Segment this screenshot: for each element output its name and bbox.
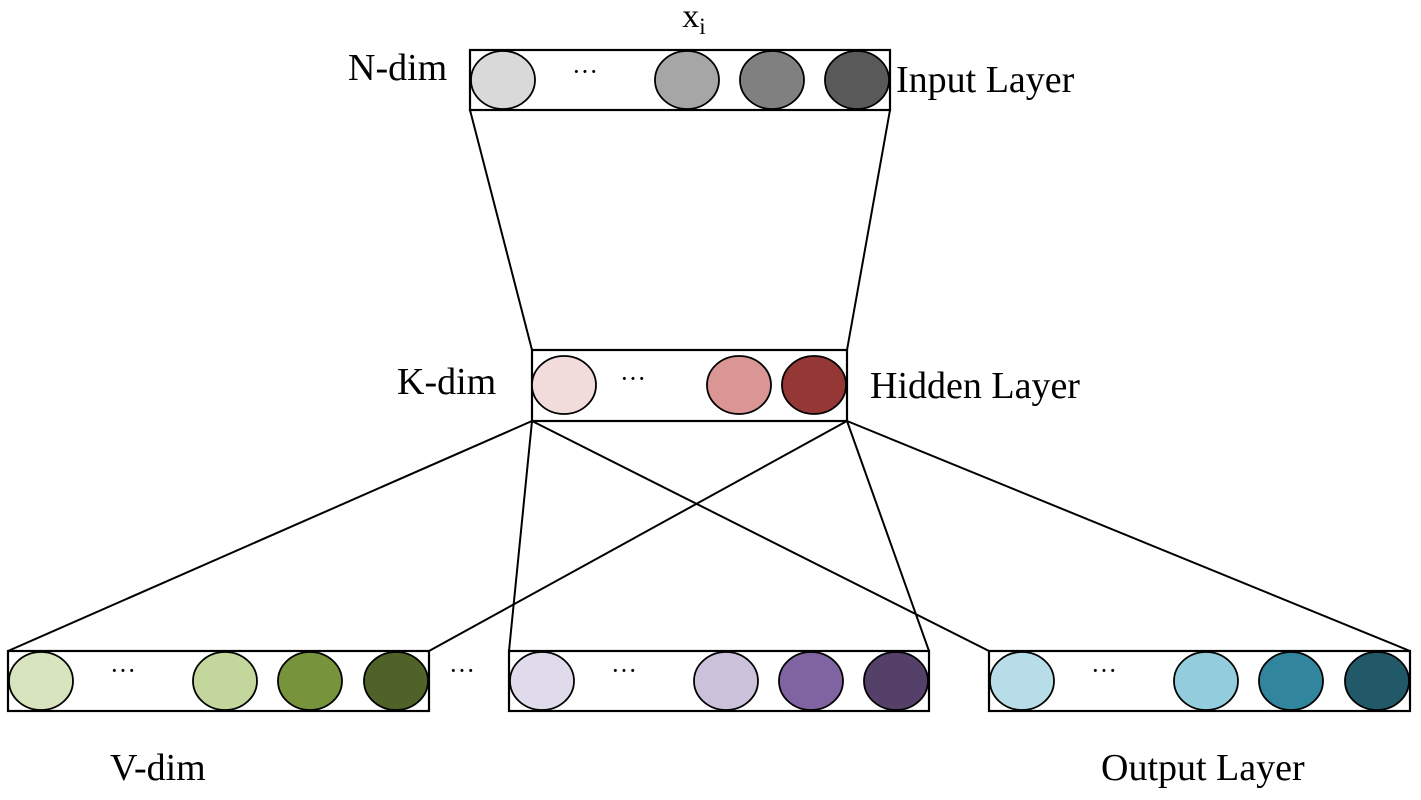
output-group-1: ··· xyxy=(6,649,431,713)
output-group-3: ··· xyxy=(987,649,1412,713)
hidden-dim-label: K-dim xyxy=(397,361,496,403)
connection-edges xyxy=(7,109,1411,652)
output-group-1-node-3 xyxy=(277,651,343,711)
output-group-2: ··· xyxy=(507,649,931,713)
output-group-3-node-2 xyxy=(1173,651,1239,711)
edge-hidden-left-to-group1-left xyxy=(7,420,533,652)
edge-hidden-right-to-group1-right xyxy=(428,420,848,652)
input-node-3 xyxy=(739,50,805,110)
output-group-3-node-3 xyxy=(1258,651,1324,711)
edge-input-left-to-hidden-left xyxy=(469,109,533,351)
edge-input-right-to-hidden-right xyxy=(846,109,891,351)
output-group-2-node-3 xyxy=(778,651,844,711)
hidden-layer: ··· K-dim Hidden Layer xyxy=(397,348,1080,423)
output-group-2-ellipsis: ··· xyxy=(611,656,637,685)
output-group-1-node-1 xyxy=(8,651,74,711)
output-group-2-node-4 xyxy=(863,651,929,711)
hidden-node-1 xyxy=(531,355,597,415)
hidden-node-3 xyxy=(781,355,847,415)
edge-hidden-right-to-group3-right xyxy=(846,420,1411,652)
edge-hidden-left-to-group3-left xyxy=(531,420,990,652)
output-groups-between-ellipsis: ··· xyxy=(449,656,475,685)
output-group-1-node-4 xyxy=(363,651,429,711)
top-label-subscript: i xyxy=(699,14,705,39)
input-layer-name: Input Layer xyxy=(896,59,1075,101)
output-layer-name: Output Layer xyxy=(1101,747,1305,789)
input-dim-label: N-dim xyxy=(348,47,447,89)
output-group-3-node-4 xyxy=(1344,651,1410,711)
top-label-base: x xyxy=(682,0,699,35)
output-group-3-ellipsis: ··· xyxy=(1091,656,1117,685)
input-node-1 xyxy=(470,50,536,110)
hidden-node-2 xyxy=(706,355,772,415)
edge-hidden-right-to-group2-right xyxy=(846,420,930,652)
output-group-1-node-2 xyxy=(192,651,258,711)
output-group-1-ellipsis: ··· xyxy=(110,656,136,685)
hidden-layer-name: Hidden Layer xyxy=(870,365,1080,407)
output-group-2-node-2 xyxy=(693,651,759,711)
input-node-4 xyxy=(824,50,890,110)
output-dim-label: V-dim xyxy=(110,747,206,789)
output-layer: ··· ··· ··· ··· V-dim Output Layer xyxy=(6,649,1412,789)
input-node-2 xyxy=(654,50,720,110)
hidden-layer-ellipsis: ··· xyxy=(620,364,646,393)
input-layer-top-label: xi xyxy=(682,0,705,39)
edge-hidden-left-to-group2-left xyxy=(508,420,533,652)
input-layer-ellipsis: ··· xyxy=(572,57,598,86)
output-group-3-node-1 xyxy=(989,651,1055,711)
input-layer: ··· xi N-dim Input Layer xyxy=(348,0,1075,112)
output-group-2-node-1 xyxy=(509,651,575,711)
